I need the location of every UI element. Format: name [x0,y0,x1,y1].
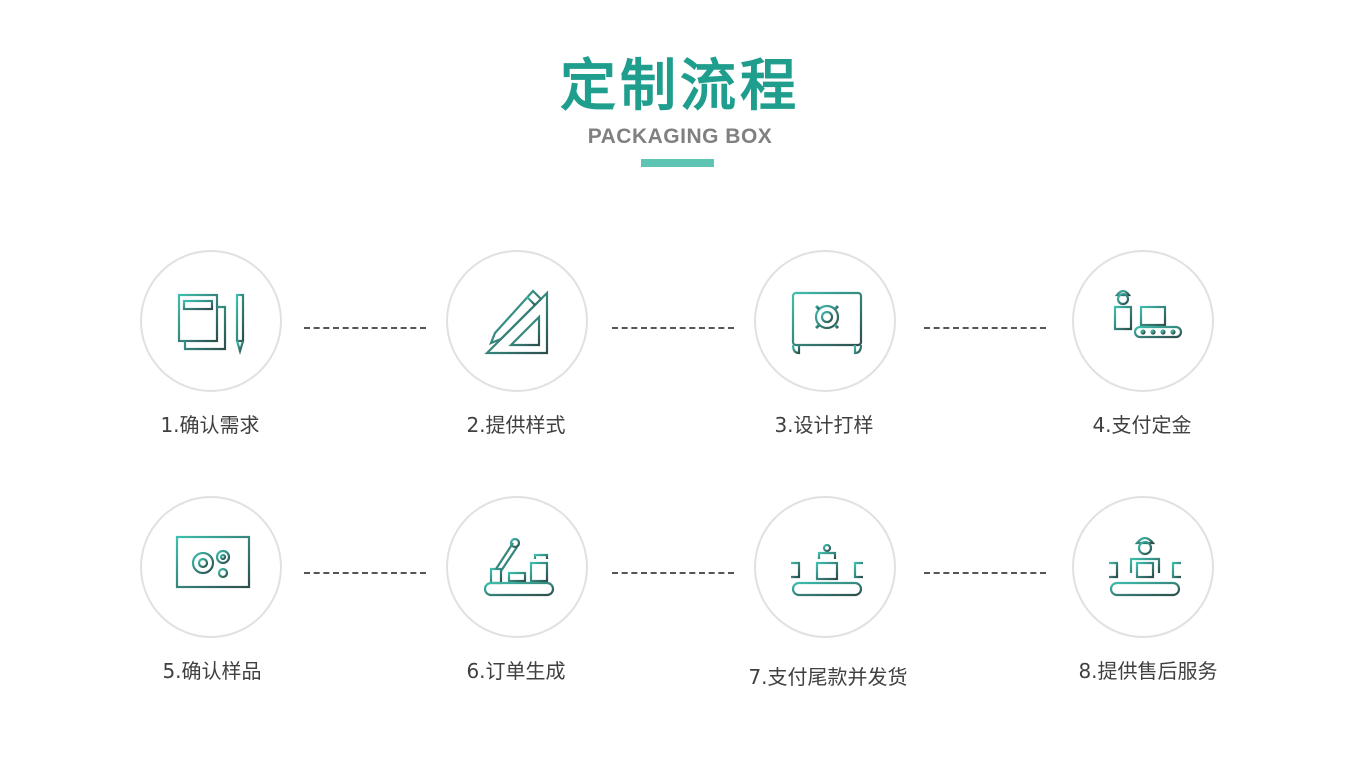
crane-conveyor-icon [791,535,863,597]
ruler-pencil-icon [484,289,549,355]
step-4-label: 4.支付定金 [1092,413,1192,437]
robot-arm-icon [483,537,555,597]
step-7-circle [754,496,896,638]
step-5-label: 5.确认样品 [162,659,262,683]
step-4-circle [1072,250,1214,392]
step-3-label: 3.设计打样 [774,413,874,437]
connector-7-8 [924,572,1046,574]
connector-3-4 [924,327,1046,329]
step-2-label: 2.提供样式 [466,413,566,437]
step-2-circle [446,250,588,392]
step-3-circle [754,250,896,392]
page-subtitle: PACKAGING BOX [587,125,773,148]
step-8-circle [1072,496,1214,638]
title-underline [641,159,714,167]
step-6-circle [446,496,588,638]
connector-5-6 [304,572,426,574]
step-5-circle [140,496,282,638]
step-1-label: 1.确认需求 [160,413,260,437]
calculator-pencil-icon [177,293,245,355]
monitor-gears-icon [175,535,251,599]
worker-box-icon [1109,536,1181,597]
worker-conveyor-icon [1113,289,1183,353]
step-1-circle [140,250,282,392]
connector-6-7 [612,572,734,574]
step-6-label: 6.订单生成 [466,659,566,683]
page-title: 定制流程 [560,54,800,119]
step-8-label: 8.提供售后服务 [1078,659,1218,683]
connector-1-2 [304,327,426,329]
step-7-label: 7.支付尾款并发货 [748,665,908,689]
gear-screen-icon [791,291,863,355]
connector-2-3 [612,327,734,329]
